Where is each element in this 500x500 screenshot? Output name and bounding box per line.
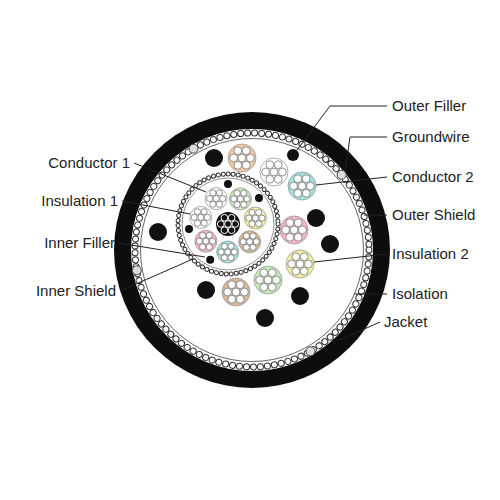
callout-label: Outer Filler <box>392 97 466 115</box>
callout-label: Insulation 1 <box>41 192 118 210</box>
callout-label: Inner Shield <box>36 282 116 300</box>
center-filler <box>216 212 240 236</box>
callout-label: Isolation <box>392 285 448 303</box>
callout-label: Inner Filler <box>44 234 115 252</box>
outer-shield <box>135 133 369 367</box>
isolation <box>141 139 364 362</box>
callout-label: Jacket <box>384 313 427 331</box>
callout-label: Groundwire <box>392 128 470 146</box>
callout-label: Conductor 2 <box>392 168 474 186</box>
callout-label: Insulation 2 <box>392 245 469 263</box>
callout-label: Conductor 1 <box>48 154 130 172</box>
outer-filler <box>149 149 339 327</box>
leader-line <box>119 106 387 340</box>
inner-conductor <box>190 188 267 263</box>
callout-label: Outer Shield <box>392 206 475 224</box>
jacket <box>114 112 390 388</box>
